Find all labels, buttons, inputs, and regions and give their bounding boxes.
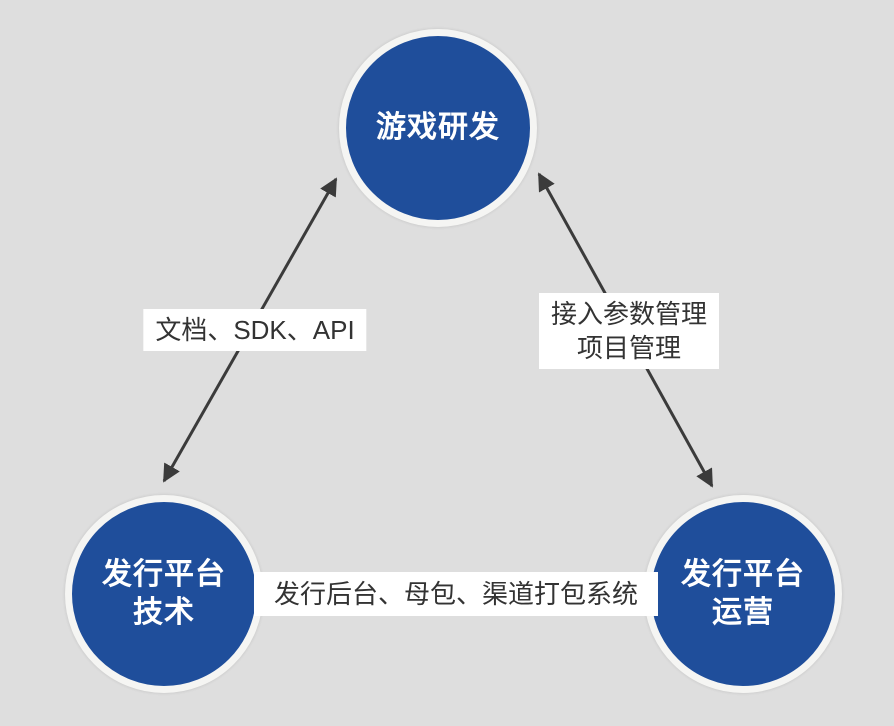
edge-label-docs-sdk-api-text: 文档、SDK、API [155, 315, 355, 345]
node-game-dev-label: 游戏研发 [376, 111, 500, 144]
edge-label-publishing-backend-text: 发行后台、母包、渠道打包系统 [273, 579, 639, 609]
node-platform-ops: 发行平台 运营 [644, 495, 842, 693]
node-platform-tech-label-line2: 技术 [133, 596, 195, 629]
node-platform-tech-label-line1: 发行平台 [102, 558, 226, 591]
edge-label-access-params-line2: 项目管理 [576, 333, 682, 363]
edge-label-docs-sdk-api: 文档、SDK、API [143, 309, 367, 351]
node-platform-ops-label-line1: 发行平台 [681, 558, 805, 591]
edge-label-access-params-line1: 接入参数管理 [550, 299, 708, 329]
node-platform-tech: 发行平台 技术 [65, 495, 263, 693]
node-platform-ops-label-line2: 运营 [712, 596, 774, 629]
edge-label-publishing-backend: 发行后台、母包、渠道打包系统 [253, 572, 659, 616]
node-game-dev: 游戏研发 [339, 29, 537, 227]
edge-label-access-params: 接入参数管理 项目管理 [538, 293, 720, 369]
